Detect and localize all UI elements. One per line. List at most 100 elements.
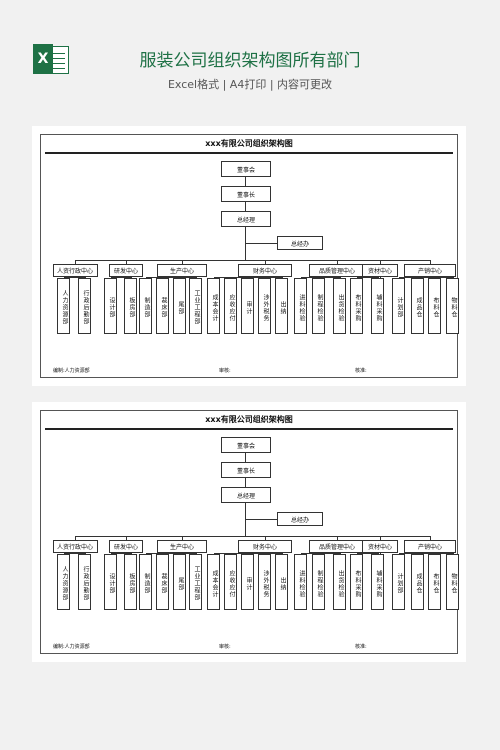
- connector-line: [356, 553, 379, 554]
- node-chairman: 董事长: [221, 186, 271, 202]
- center-node: 产销中心: [404, 264, 456, 277]
- dept-node: 行政后勤部: [78, 554, 91, 610]
- center-node: 生产中心: [157, 264, 207, 277]
- title-rule: [45, 152, 453, 154]
- connector-line: [182, 553, 183, 554]
- connector-line: [245, 519, 277, 520]
- dept-node: 辅料采购: [371, 278, 384, 334]
- connector-line: [75, 260, 431, 261]
- org-chart-title: xxx有限公司组织架构图: [205, 415, 293, 424]
- dept-node: 涉外税务: [258, 554, 271, 610]
- dept-node: 成本会计: [207, 278, 220, 334]
- node-gm-office: 总经办: [277, 512, 323, 526]
- dept-node: 工业工程部: [189, 554, 202, 610]
- connector-line: [300, 277, 341, 278]
- connector-line: [356, 277, 379, 278]
- dept-node: 物料仓: [446, 278, 459, 334]
- org-chart-title: xxx有限公司组织架构图: [205, 139, 293, 148]
- dept-node: 涉外税务: [258, 278, 271, 334]
- connector-line: [75, 260, 76, 264]
- dept-node: 制造部: [139, 554, 152, 610]
- dept-node: 计划部: [392, 554, 405, 610]
- connector-line: [265, 260, 266, 264]
- center-node: 财务中心: [238, 540, 292, 553]
- connector-line: [182, 277, 183, 278]
- dept-node: 尾部: [173, 554, 186, 610]
- dept-node: 成品仓: [411, 278, 424, 334]
- connector-line: [337, 277, 338, 278]
- node-general-manager: 总经理: [221, 487, 271, 503]
- connector-line: [245, 243, 277, 244]
- connector-line: [380, 277, 381, 278]
- title-rule: [45, 428, 453, 430]
- page-title: 服装公司组织架构图所有部门: [139, 51, 361, 71]
- dept-node: 工业工程部: [189, 278, 202, 334]
- sheet-preview-2: xxx有限公司组织架构图董事会董事长总经理总经办人资行政中心人力资源部行政后勤部…: [32, 402, 466, 662]
- connector-line: [145, 553, 197, 554]
- page-subtitle: Excel格式 | A4打印 | 内容可更改: [167, 78, 333, 91]
- dept-node: 进料检验: [294, 554, 307, 610]
- dept-node: 人力资源部: [57, 554, 70, 610]
- dept-node: 尾部: [173, 278, 186, 334]
- org-chart-frame: xxx有限公司组织架构图董事会董事长总经理总经办人资行政中心人力资源部行政后勤部…: [40, 410, 459, 654]
- dept-node: 应收应付: [224, 554, 237, 610]
- dept-node: 成品仓: [411, 554, 424, 610]
- connector-line: [430, 260, 431, 264]
- connector-line: [213, 277, 283, 278]
- connector-line: [63, 277, 86, 278]
- connector-line: [126, 277, 127, 278]
- dept-node: 制程检验: [312, 554, 325, 610]
- connector-line: [337, 260, 338, 264]
- dept-node: 布料仓: [428, 278, 441, 334]
- connector-line: [265, 277, 266, 278]
- dept-node: 物料仓: [446, 554, 459, 610]
- connector-line: [126, 536, 127, 540]
- center-node: 人资行政中心: [52, 264, 98, 277]
- connector-line: [126, 553, 127, 554]
- dept-node: 裁床部: [156, 554, 169, 610]
- connector-line: [245, 478, 246, 487]
- connector-line: [245, 202, 246, 211]
- connector-line: [126, 260, 127, 264]
- node-board: 董事会: [221, 437, 271, 453]
- connector-line: [337, 553, 338, 554]
- dept-node: 审计: [241, 278, 254, 334]
- node-gm-office: 总经办: [277, 236, 323, 250]
- node-general-manager: 总经理: [221, 211, 271, 227]
- connector-line: [430, 536, 431, 540]
- dept-node: 板房部: [124, 278, 137, 334]
- connector-line: [63, 553, 86, 554]
- footer-editor: 编制:人力资源部: [53, 644, 90, 650]
- dept-node: 设计部: [104, 554, 117, 610]
- connector-line: [430, 277, 431, 278]
- connector-line: [337, 536, 338, 540]
- connector-line: [75, 277, 76, 278]
- connector-line: [265, 553, 266, 554]
- header: X 服装公司组织架构图所有部门 Excel格式 | A4打印 | 内容可更改: [0, 0, 500, 110]
- center-node: 研发中心: [109, 540, 143, 553]
- center-node: 人资行政中心: [52, 540, 98, 553]
- dept-node: 进料检验: [294, 278, 307, 334]
- excel-icon: X: [33, 44, 69, 74]
- center-node: 品质管理中心: [309, 540, 365, 553]
- node-board: 董事会: [221, 161, 271, 177]
- center-node: 研发中心: [109, 264, 143, 277]
- connector-line: [75, 553, 76, 554]
- center-node: 品质管理中心: [309, 264, 365, 277]
- dept-node: 成本会计: [207, 554, 220, 610]
- dept-node: 出货检验: [333, 554, 346, 610]
- connector-line: [75, 536, 431, 537]
- connector-line: [398, 277, 454, 278]
- dept-node: 出纳: [275, 554, 288, 610]
- dept-node: 布料采购: [350, 554, 363, 610]
- dept-node: 设计部: [104, 278, 117, 334]
- footer-approver: 核准:: [355, 368, 367, 374]
- dept-node: 出纳: [275, 278, 288, 334]
- center-node: 资材中心: [362, 540, 398, 553]
- connector-line: [398, 553, 454, 554]
- connector-line: [213, 553, 283, 554]
- dept-node: 布料仓: [428, 554, 441, 610]
- dept-node: 人力资源部: [57, 278, 70, 334]
- center-node: 生产中心: [157, 540, 207, 553]
- connector-line: [245, 177, 246, 186]
